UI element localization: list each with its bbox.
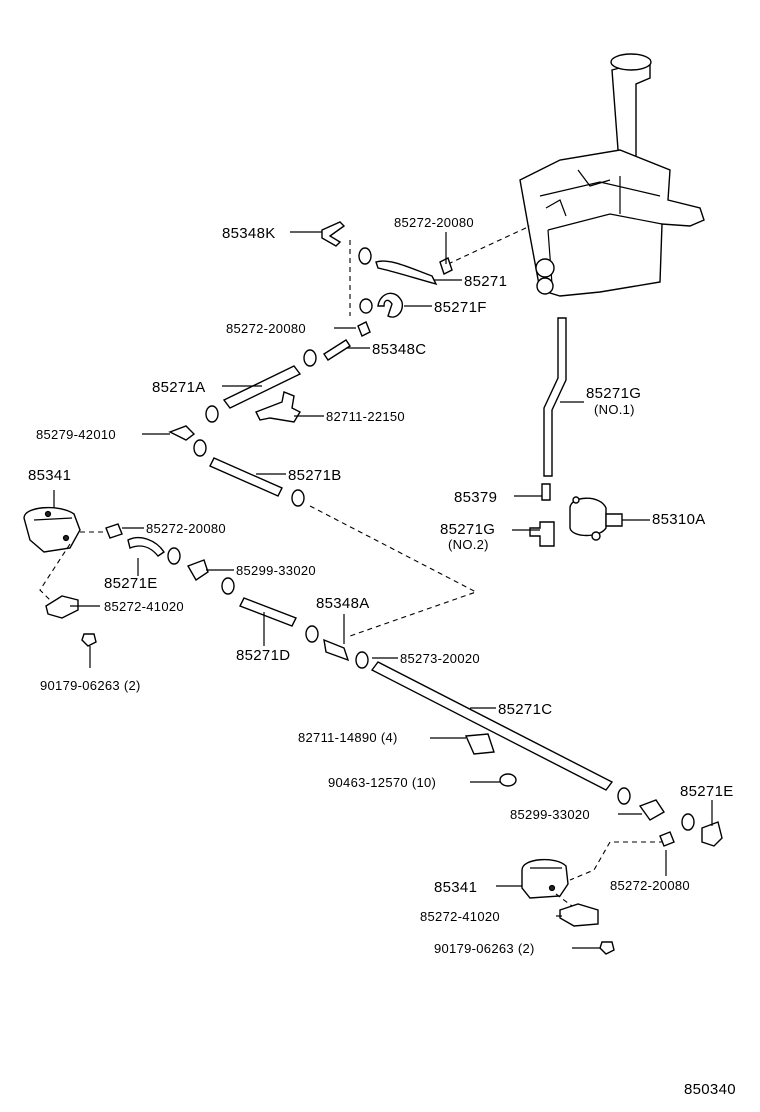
ring [681, 813, 695, 831]
ring [617, 787, 631, 805]
washer-tank [519, 53, 705, 297]
joint-85279-42010 [168, 425, 196, 441]
label-85272-20080-left: 85272-20080 [146, 521, 226, 536]
clip-90463-12570 [499, 773, 517, 787]
label-85271G-1-note: (NO.1) [594, 402, 635, 417]
hose-85271C [370, 661, 614, 791]
nut-90179-06263-right [599, 941, 615, 955]
elbow-85271G-2 [529, 521, 555, 547]
tank-dashed-leader [447, 225, 531, 265]
joint-85272-20080-left [105, 523, 123, 539]
label-85310A: 85310A [652, 511, 706, 528]
ring [305, 625, 319, 643]
label-85299-33020-right: 85299-33020 [510, 807, 590, 822]
ring [167, 547, 181, 565]
label-85271A: 85271A [152, 379, 206, 396]
label-82711-14890: 82711-14890 (4) [298, 730, 398, 745]
label-85348C: 85348C [372, 341, 426, 358]
valve-85299-33020-left [186, 559, 209, 581]
label-85271G-2-note: (NO.2) [448, 537, 489, 552]
parts-85348K-group [303, 221, 453, 367]
connector-85379 [541, 483, 551, 501]
label-85272-20080-top: 85272-20080 [394, 215, 474, 230]
ring [291, 489, 305, 507]
ring [221, 577, 235, 595]
ring [205, 405, 219, 423]
joint-85272-20080-right [659, 831, 675, 847]
figure-code: 850340 [684, 1081, 736, 1098]
leader-lines [53, 231, 713, 949]
nozzle-85341-right [521, 859, 569, 899]
label-85271E-left: 85271E [104, 575, 158, 592]
hose-85271A [222, 365, 302, 409]
ring [355, 651, 369, 669]
dashed-leader-left [39, 531, 104, 605]
label-85271B: 85271B [288, 467, 342, 484]
label-85272-41020-left: 85272-41020 [104, 599, 184, 614]
label-85279-42010: 85279-42010 [36, 427, 116, 442]
nut-90179-06263-left [81, 633, 97, 647]
label-85272-20080-b: 85272-20080 [226, 321, 306, 336]
hose-85271E-left [127, 536, 165, 557]
label-85348K: 85348K [222, 225, 276, 242]
label-85272-41020-right: 85272-41020 [420, 909, 500, 924]
dashed-leader-nozzle [555, 893, 573, 907]
bracket-85272-41020-right [559, 903, 599, 927]
clamp-82711-14890 [464, 733, 495, 755]
label-85271D: 85271D [236, 647, 290, 664]
pump-85310A [569, 496, 623, 541]
label-85271F: 85271F [434, 299, 487, 316]
label-90179-06263-right: 90179-06263 (2) [434, 941, 535, 956]
label-85299-33020-left: 85299-33020 [236, 563, 316, 578]
label-85271E-right: 85271E [680, 783, 734, 800]
ring [193, 439, 207, 457]
elbow-85271E-right [701, 821, 723, 847]
label-85271: 85271 [464, 273, 507, 290]
label-85341-right: 85341 [434, 879, 477, 896]
label-85271C: 85271C [498, 701, 552, 718]
label-85271G-1: 85271G [586, 385, 641, 402]
label-82711-22150: 82711-22150 [326, 409, 405, 424]
tee-82711-22150 [255, 391, 301, 423]
pipe-85271G-1 [543, 317, 567, 477]
label-85273-20020: 85273-20020 [400, 651, 480, 666]
valve-85299-33020-right [638, 799, 665, 821]
dashed-leader-right [569, 841, 664, 881]
label-85348A: 85348A [316, 595, 370, 612]
label-85341-left: 85341 [28, 467, 71, 484]
connector-85348A [323, 638, 350, 662]
label-85271G-2: 85271G [440, 521, 495, 538]
label-90179-06263-left: 90179-06263 (2) [40, 678, 141, 693]
bracket-85272-41020-left [45, 595, 79, 619]
label-90463-12570: 90463-12570 (10) [328, 775, 436, 790]
label-85272-20080-right: 85272-20080 [610, 878, 690, 893]
label-85379: 85379 [454, 489, 497, 506]
hose-85271B [209, 457, 283, 497]
hose-85271D [239, 597, 297, 627]
nozzle-85341-left [23, 506, 81, 553]
